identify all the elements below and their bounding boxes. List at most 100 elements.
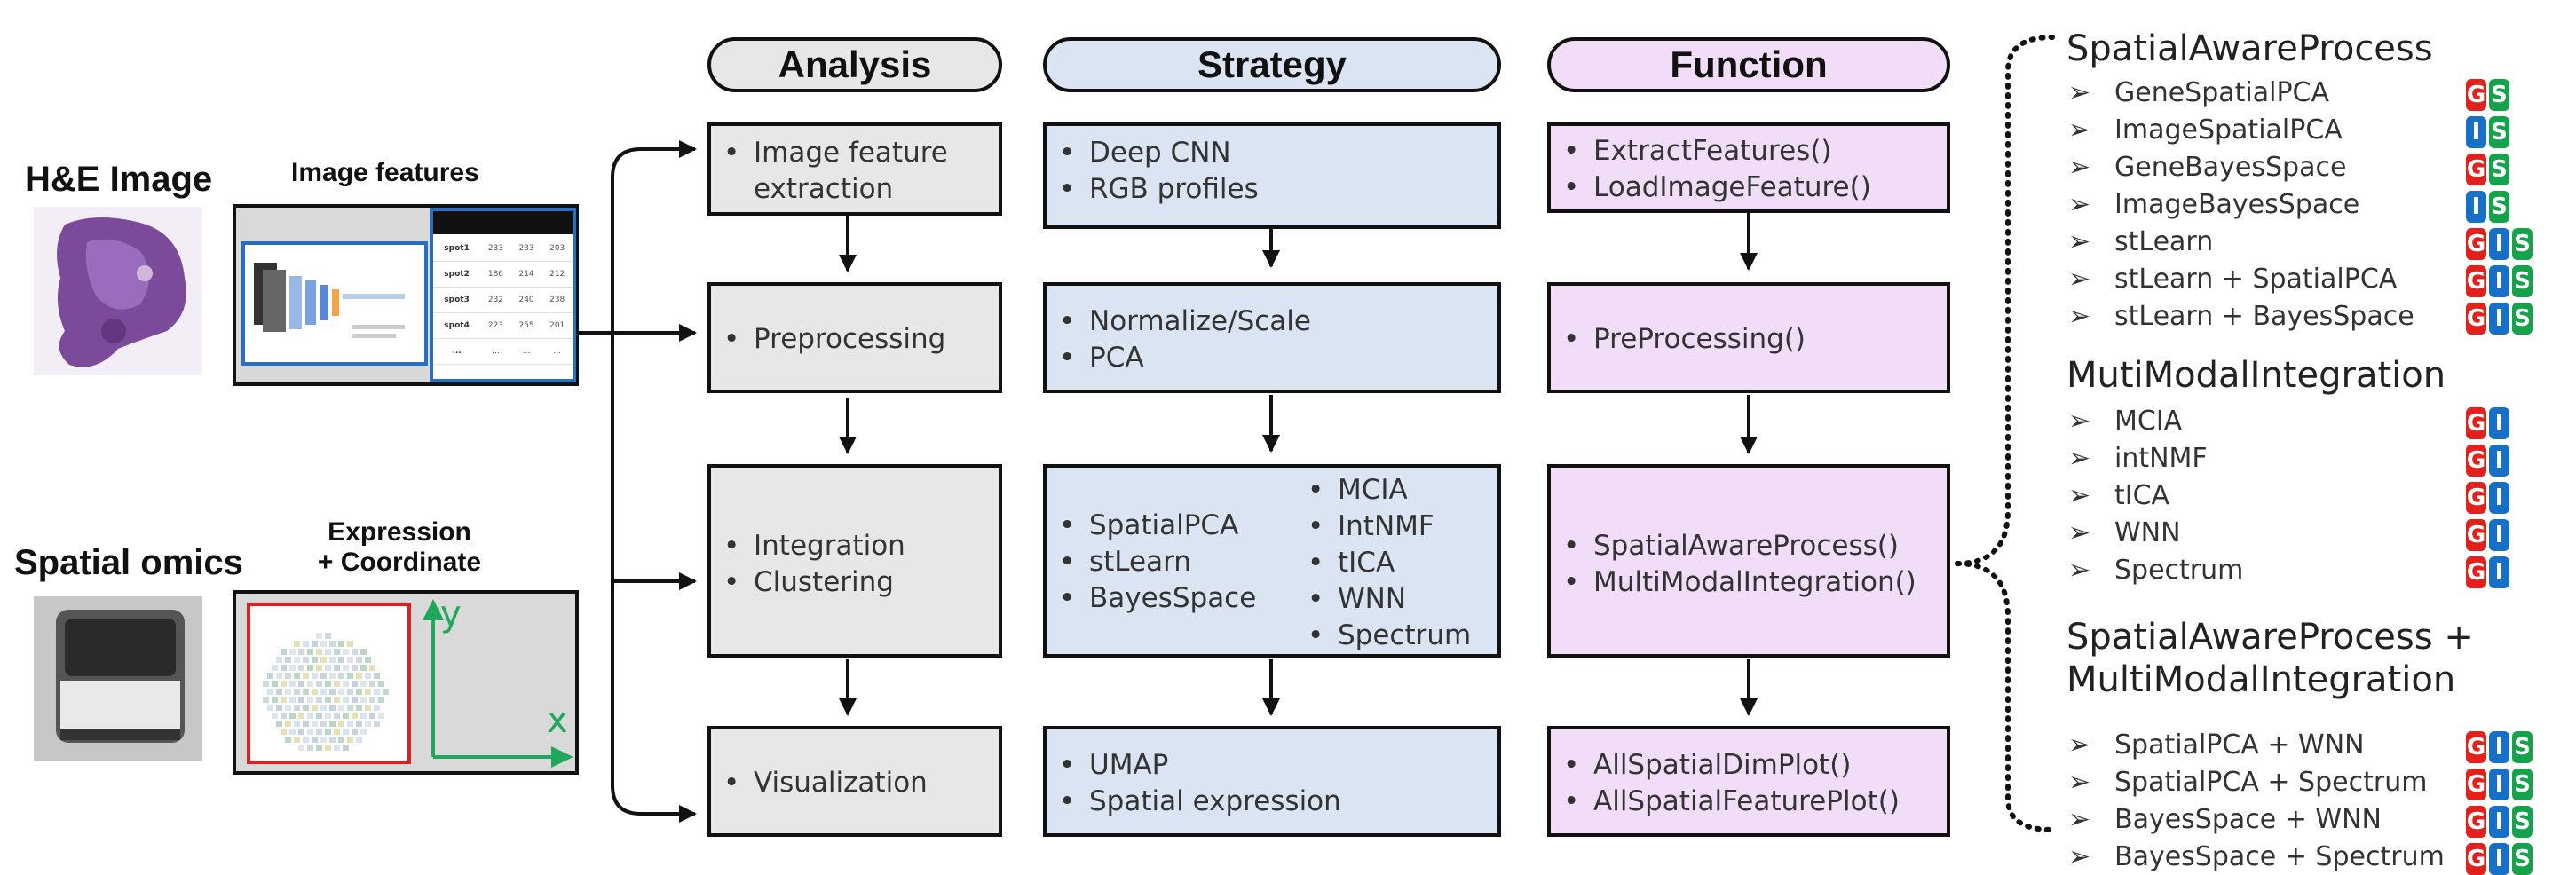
spot-mark	[352, 729, 358, 735]
spot-mark	[289, 649, 296, 655]
spot-mark	[374, 721, 380, 727]
strategy-box-4: UMAP Spatial expression	[1043, 726, 1501, 837]
method-name: ImageBayesSpace	[2114, 189, 2360, 220]
spot-mark	[285, 721, 291, 727]
spot-mark	[329, 657, 336, 663]
spot-mark	[312, 721, 318, 727]
badge-i: I	[2466, 116, 2486, 148]
spot-mark	[352, 665, 358, 671]
badge-i: I	[2489, 556, 2509, 588]
function-item: AllSpatialFeaturePlot()	[1560, 784, 1900, 820]
spot-mark	[320, 673, 327, 679]
spot-mark	[365, 657, 371, 663]
method-name: intNMF	[2114, 443, 2208, 474]
spot-mark	[276, 721, 282, 727]
spot-mark	[369, 681, 375, 687]
spot-mark	[307, 649, 313, 655]
spot-mark	[343, 649, 349, 655]
method-item: ➢ImageSpatialPCA	[2068, 113, 2343, 148]
arrow-bullet-icon: ➢	[2068, 226, 2091, 257]
function-item: PreProcessing()	[1560, 321, 1806, 358]
spot-mark	[307, 665, 313, 671]
badge-i: I	[2489, 769, 2509, 800]
table-cell: spot1	[433, 236, 481, 262]
badge-g: G	[2466, 265, 2486, 297]
spot-mark	[365, 673, 371, 679]
method-name: MCIA	[2114, 406, 2183, 437]
spot-mark	[347, 657, 353, 663]
strategy-item: RGB profiles	[1055, 171, 1259, 208]
table-cell: spot2	[433, 261, 481, 288]
spot-mark	[360, 729, 367, 735]
spot-mark	[289, 713, 296, 719]
spot-mark	[360, 665, 367, 671]
badge-g: G	[2466, 556, 2486, 588]
spot-mark	[294, 657, 300, 663]
table-cell: 233	[480, 236, 511, 262]
spot-mark	[281, 697, 287, 703]
badge-g: G	[2466, 519, 2486, 551]
spot-mark	[365, 705, 371, 711]
strategy-item: Normalize/Scale	[1055, 303, 1311, 340]
spot-mark	[281, 729, 287, 735]
badge-s: S	[2512, 265, 2533, 297]
spot-mark	[338, 673, 344, 679]
spot-mark	[334, 745, 340, 751]
analysis-box-visualization: Visualization	[707, 726, 1002, 837]
spot-mark	[356, 657, 362, 663]
spot-mark	[276, 657, 282, 663]
table-cell: 233	[510, 236, 542, 262]
spot-mark	[294, 673, 300, 679]
axis-x-label: x	[547, 700, 568, 741]
analysis-box-integration: Integration Clustering	[707, 464, 1002, 658]
badge-i: I	[2489, 482, 2509, 514]
function-box-1: ExtractFeatures() LoadImageFeature()	[1547, 122, 1950, 213]
spot-mark	[281, 665, 287, 671]
spot-mark	[312, 689, 318, 695]
method-name: Spectrum	[2114, 555, 2244, 586]
badge-g: G	[2466, 769, 2486, 800]
spot-mark	[360, 713, 367, 719]
arrow-bullet-icon: ➢	[2068, 841, 2091, 872]
arrow-bullet-icon: ➢	[2068, 264, 2091, 295]
spot-mark	[334, 697, 340, 703]
table-cell: ...	[510, 338, 542, 365]
spot-mark	[334, 649, 340, 655]
spot-mark	[294, 641, 300, 647]
spot-mark	[294, 689, 300, 695]
spot-mark	[316, 713, 322, 719]
spot-mark	[312, 737, 318, 743]
spot-mark	[294, 705, 300, 711]
spot-mark	[267, 705, 273, 711]
method-item: ➢tICA	[2068, 478, 2169, 514]
spot-mark	[312, 657, 318, 663]
strategy-item: stLearn	[1055, 544, 1256, 580]
expression-panel: y x	[233, 590, 579, 775]
spot-mark	[343, 681, 349, 687]
spot-mark	[374, 705, 380, 711]
strategy-box-1: Deep CNN RGB profiles	[1043, 122, 1501, 229]
badge-g: G	[2466, 79, 2486, 111]
spot-mark	[298, 697, 304, 703]
spot-mark	[307, 729, 313, 735]
badge-s: S	[2512, 806, 2533, 838]
strategy-item: UMAP	[1055, 747, 1341, 784]
badge-g: G	[2466, 482, 2486, 514]
spot-mark	[338, 641, 344, 647]
spot-mark	[285, 689, 291, 695]
badge-i: I	[2489, 407, 2509, 439]
badge-g: G	[2466, 731, 2486, 763]
spot-mark	[276, 673, 282, 679]
spot-mark	[289, 729, 296, 735]
arrow-bullet-icon: ➢	[2068, 443, 2091, 474]
spot-mark	[329, 721, 336, 727]
spot-mark	[298, 665, 304, 671]
